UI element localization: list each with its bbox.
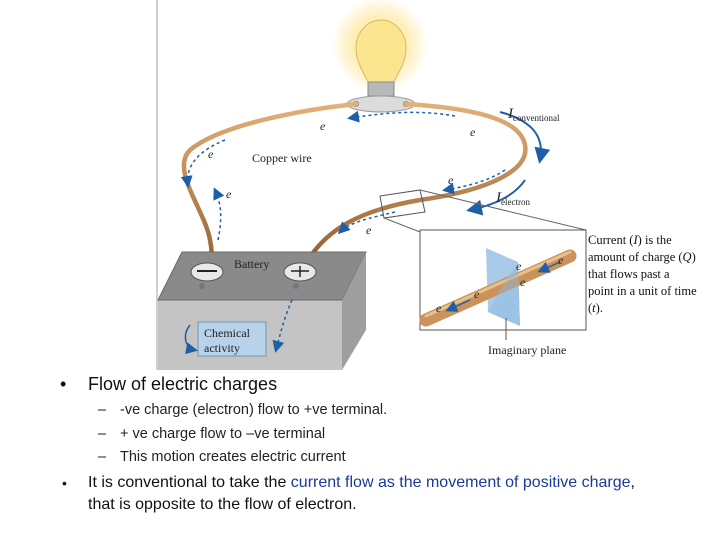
chemical-label-line1: Chemical [204,326,251,340]
e-label-2: e [470,125,476,139]
chemical-label-line2: activity [204,341,240,355]
arrow-battery-right [272,299,293,353]
e-label-5: e [448,173,454,187]
sub-bullet-2: –+ ve charge flow to –ve terminal [98,426,326,442]
bulb-base [367,81,395,97]
inset-e-1: e [558,253,564,267]
arrow-right-low [337,211,396,235]
bullet-conventional-text: It is conventional to take the current f… [88,474,635,513]
chemical-activity-box [197,321,267,357]
imaginary-plane-label: Imaginary plane [488,343,566,357]
e-label-1: e [320,119,326,133]
inset-arrow-2 [445,299,471,312]
i-electron-label: Ielectron [495,190,530,207]
inset-arrow-1 [537,261,561,273]
battery-side [342,252,366,370]
e-label-6: e [366,223,372,237]
arrow-conventional-top [499,111,551,164]
i-conventional-label: Iconventional [507,106,560,123]
circuit-figure: e e e e e e e e e Iconventional Ielectro… [156,0,587,370]
bulb-icon [355,19,407,83]
battery-label: Battery [234,257,269,271]
arrow-left-down [180,139,226,188]
sub-bullet-3: –This motion creates electric current [98,449,346,465]
arrow-chemical [184,324,198,355]
bullet-dot: • [62,475,67,491]
copper-wire-label: Copper wire [252,151,312,165]
e-label-4: e [226,187,232,201]
current-definition-caption: Current (I) is the amount of charge (Q) … [588,233,697,315]
inset-e-5: e [436,301,442,315]
inset-e-3: e [520,275,526,289]
zoom-marker [379,189,426,219]
bullet-main-text: Flow of electric charges [88,374,278,394]
bullet-dot: • [60,374,67,394]
arrow-left-up [213,187,225,241]
arrow-electron-top [347,110,456,123]
inset-e-2: e [516,259,522,273]
e-label-3: e [208,147,214,161]
arrow-right-mid [442,169,506,195]
arrow-electron-lower [466,179,526,216]
inset-e-4: e [474,287,480,301]
sub-bullet-1: –-ve charge (electron) flow to +ve termi… [98,402,388,418]
